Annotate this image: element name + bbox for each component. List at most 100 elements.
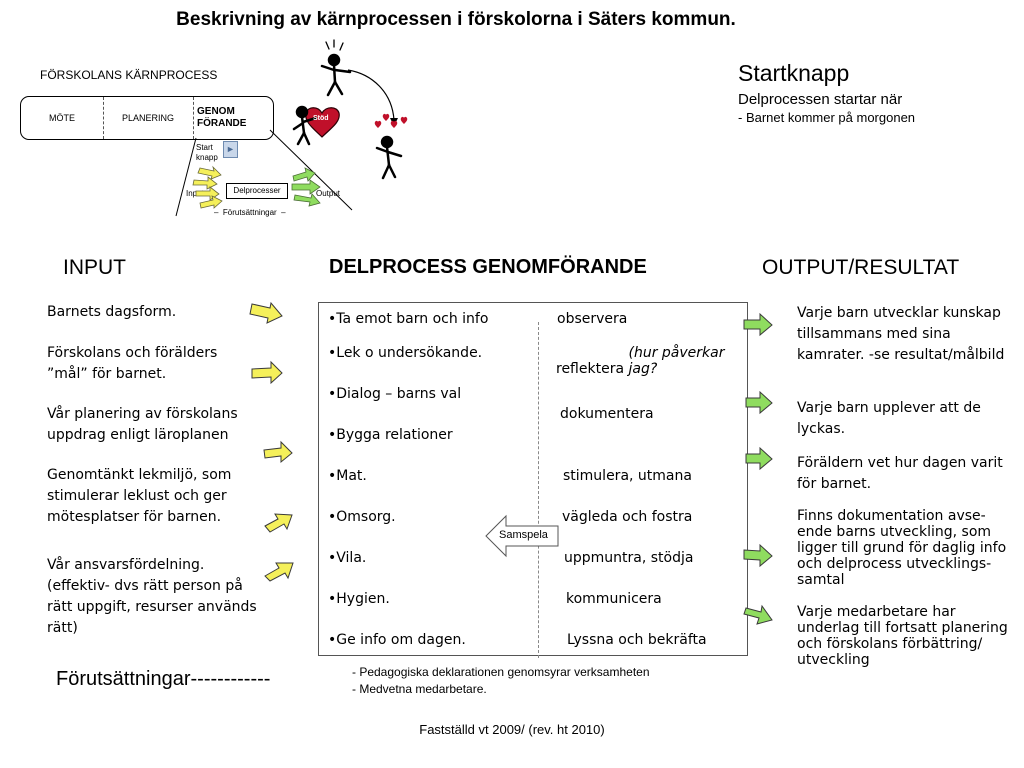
green-arrow-icon [745, 390, 773, 415]
reflektera-text: reflektera [556, 361, 625, 377]
output-item: Finns dokumentation avse-ende barns utve… [797, 508, 1007, 588]
forutsattningar-label: Förutsättningar------------ [56, 668, 271, 690]
input-item: Genomtänkt lekmiljö, som stimulerar lekl… [47, 467, 232, 525]
delprocess-header: DELPROCESS GENOMFÖRANDE [329, 256, 647, 278]
process-right-item: uppmuntra, stödja [564, 550, 694, 566]
process-left-item: •Lek o undersökande. [328, 345, 482, 361]
delprocess-box [318, 302, 748, 656]
mini-output-label: Output [316, 189, 341, 198]
bullet: • [328, 386, 337, 402]
input-arrows [249, 301, 294, 582]
input-item: Vår planering av förskolans uppdrag enli… [47, 406, 238, 443]
happy-figure-icon [375, 135, 403, 180]
process-left-text: Vila. [336, 550, 367, 566]
footer-text: Fastställd vt 2009/ (rev. ht 2010) [419, 722, 605, 737]
startknapp-line1: Delprocessen startar när [738, 91, 903, 108]
segment-mote: MÖTE [21, 97, 104, 139]
process-left-item: •Omsorg. [328, 509, 396, 525]
process-left-item: •Dialog – barns val [328, 386, 461, 402]
input-header: INPUT [63, 256, 126, 279]
process-right-item: dokumentera [560, 406, 654, 422]
process-left-text: Mat. [336, 468, 367, 484]
yellow-arrow-icon [264, 562, 294, 582]
process-left-text: Hygien. [336, 591, 390, 607]
startknapp-heading: Startknapp [738, 60, 850, 86]
heart-icon [305, 107, 340, 138]
reflektera-note: (hur påverkar jag? [629, 345, 729, 377]
yellow-arrow-icon [249, 301, 283, 324]
process-left-item: •Mat. [328, 468, 367, 484]
bullet: • [328, 345, 337, 361]
output-item: Varje medarbetare har underlag till fort… [797, 604, 1008, 668]
output-header: OUTPUT/RESULTAT [762, 256, 960, 279]
process-right-item: reflektera (hur påverkar jag? [556, 345, 729, 377]
green-arrow-icon [745, 446, 773, 471]
process-right-item: vägleda och fostra [562, 509, 693, 525]
jumping-figure-icon [320, 39, 352, 97]
bullet: • [328, 468, 337, 484]
bullet: • [328, 509, 337, 525]
process-right-item: observera [557, 311, 628, 327]
process-right-item: kommunicera [566, 591, 662, 607]
mini-yellow-arrows [192, 165, 223, 209]
segment-mote-label: MÖTE [49, 113, 75, 123]
bullet: • [328, 591, 337, 607]
process-right-item: stimulera, utmana [563, 468, 692, 484]
note-item: - Pedagogiska deklarationen genomsyrar v… [352, 665, 650, 679]
reflektera-note-text: (hur påverkar jag? [628, 345, 725, 377]
process-left-text: Dialog – barns val [336, 386, 462, 402]
output-item: Varje barn utvecklar kunskap tillsammans… [797, 305, 1005, 363]
process-right-item: Lyssna och bekräfta [567, 632, 707, 648]
samspela-label: Samspela [499, 529, 548, 541]
karnprocess-heading: FÖRSKOLANS KÄRNPROCESS [40, 68, 218, 82]
segment-planering-label: PLANERING [121, 113, 174, 123]
green-arrow-icon [743, 312, 773, 337]
input-item: Barnets dagsform. [47, 304, 177, 320]
process-left-text: Lek o undersökande. [336, 345, 483, 361]
process-left-item: •Hygien. [328, 591, 390, 607]
input-item: Förskolans och förälders ”mål” för barne… [47, 345, 218, 382]
output-item: Varje barn upplever att de lyckas. [797, 400, 981, 437]
process-left-text: Bygga relationer [336, 427, 453, 443]
process-left-item: •Vila. [328, 550, 366, 566]
stick-figure-icon [292, 105, 318, 146]
output-arrows [743, 312, 773, 625]
green-arrow-icon [743, 604, 773, 625]
yellow-arrow-icon [264, 513, 293, 533]
curved-arrow [347, 69, 395, 121]
segment-planering: PLANERING [103, 97, 194, 139]
green-arrow-icon [743, 543, 773, 568]
bullet: • [328, 311, 337, 327]
note-item: - Medvetna medarbetare. [352, 682, 487, 696]
play-icon: ► [223, 141, 238, 158]
yellow-arrow-icon [263, 440, 293, 464]
column-divider [538, 322, 539, 658]
process-left-item: •Ge info om dagen. [328, 632, 466, 648]
bullet: • [328, 632, 337, 648]
bullet: • [328, 427, 337, 443]
process-left-text: Ge info om dagen. [336, 632, 466, 648]
yellow-arrow-icon [251, 360, 283, 385]
startknapp-line2: - Barnet kommer på morgonen [738, 110, 916, 125]
process-left-item: •Bygga relationer [328, 427, 453, 443]
samspela-arrow [485, 514, 559, 558]
input-item: Vår ansvarsfördelning. (effektiv- dvs rä… [47, 557, 257, 636]
process-left-item: •Ta emot barn och info [328, 311, 488, 327]
zoom-line-right [269, 129, 353, 211]
mini-forutsattningar-label: – Förutsättningar – [214, 208, 286, 217]
forutsattningar-notes: - Pedagogiska deklarationen genomsyrar v… [352, 664, 650, 698]
mini-forutsattningar-text: Förutsättningar [222, 208, 277, 217]
zoom-line-left [175, 137, 197, 217]
stod-label: Stöd [313, 115, 329, 122]
page-title: Beskrivning av kärnprocessen i förskolor… [176, 9, 736, 30]
mini-green-arrows [291, 167, 321, 207]
process-left-text: Omsorg. [336, 509, 396, 525]
mini-input-label: Input [186, 189, 204, 198]
output-item: Föräldern vet hur dagen varit för barnet… [797, 455, 1003, 492]
small-hearts-icon [374, 113, 408, 128]
